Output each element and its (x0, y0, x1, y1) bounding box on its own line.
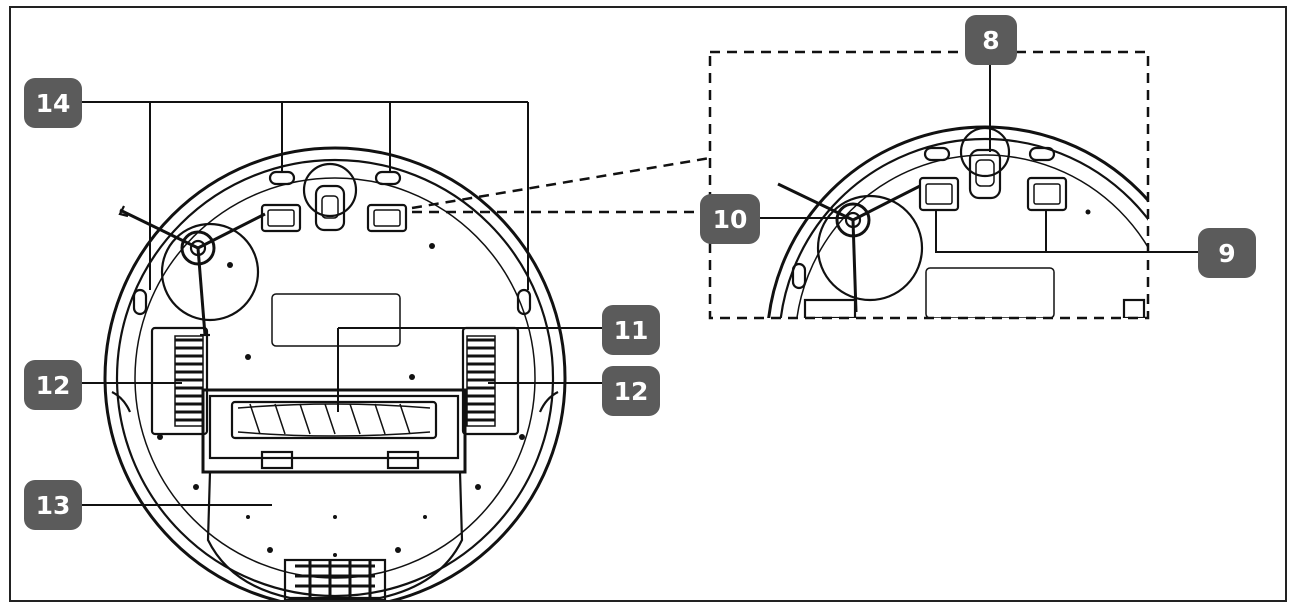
charging-contact (516, 288, 532, 316)
callout-10: 10 (700, 194, 760, 244)
callout-12-left-label: 12 (36, 371, 71, 400)
cliff-sensor (260, 203, 302, 233)
callout-11: 11 (602, 305, 660, 355)
callout-8: 8 (965, 15, 1017, 65)
callout-14: 14 (24, 78, 82, 128)
charging-contact (374, 170, 402, 186)
callout-13-label: 13 (36, 491, 71, 520)
label-plate (271, 293, 401, 347)
robot-body-inner (115, 158, 555, 598)
callout-13: 13 (24, 480, 82, 530)
drive-wheel-right (461, 326, 520, 436)
robot-body-outer (103, 146, 567, 600)
caster-wheel (302, 162, 358, 232)
callout-12-left: 12 (24, 360, 82, 410)
charging-contact (268, 170, 296, 186)
charging-contact (132, 288, 148, 316)
callout-14-label: 14 (36, 89, 71, 118)
diagram-frame (9, 6, 1287, 602)
callout-11-label: 11 (614, 316, 649, 345)
main-brush (201, 388, 467, 474)
cliff-sensor (366, 203, 408, 233)
robot-zoom-view (767, 125, 1148, 318)
robot-main-view (103, 146, 567, 600)
callout-9: 9 (1198, 228, 1256, 278)
callout-9-label: 9 (1218, 239, 1235, 268)
leader-lines (80, 60, 1200, 506)
callout-12-right-label: 12 (614, 377, 649, 406)
screws (157, 243, 525, 553)
callout-12-right: 12 (602, 366, 660, 416)
side-brush (118, 205, 266, 337)
callout-8-label: 8 (982, 26, 999, 55)
inset-frame (708, 50, 1150, 320)
drive-wheel-left (150, 326, 209, 436)
callout-10-label: 10 (713, 205, 748, 234)
dustbin (206, 471, 464, 600)
